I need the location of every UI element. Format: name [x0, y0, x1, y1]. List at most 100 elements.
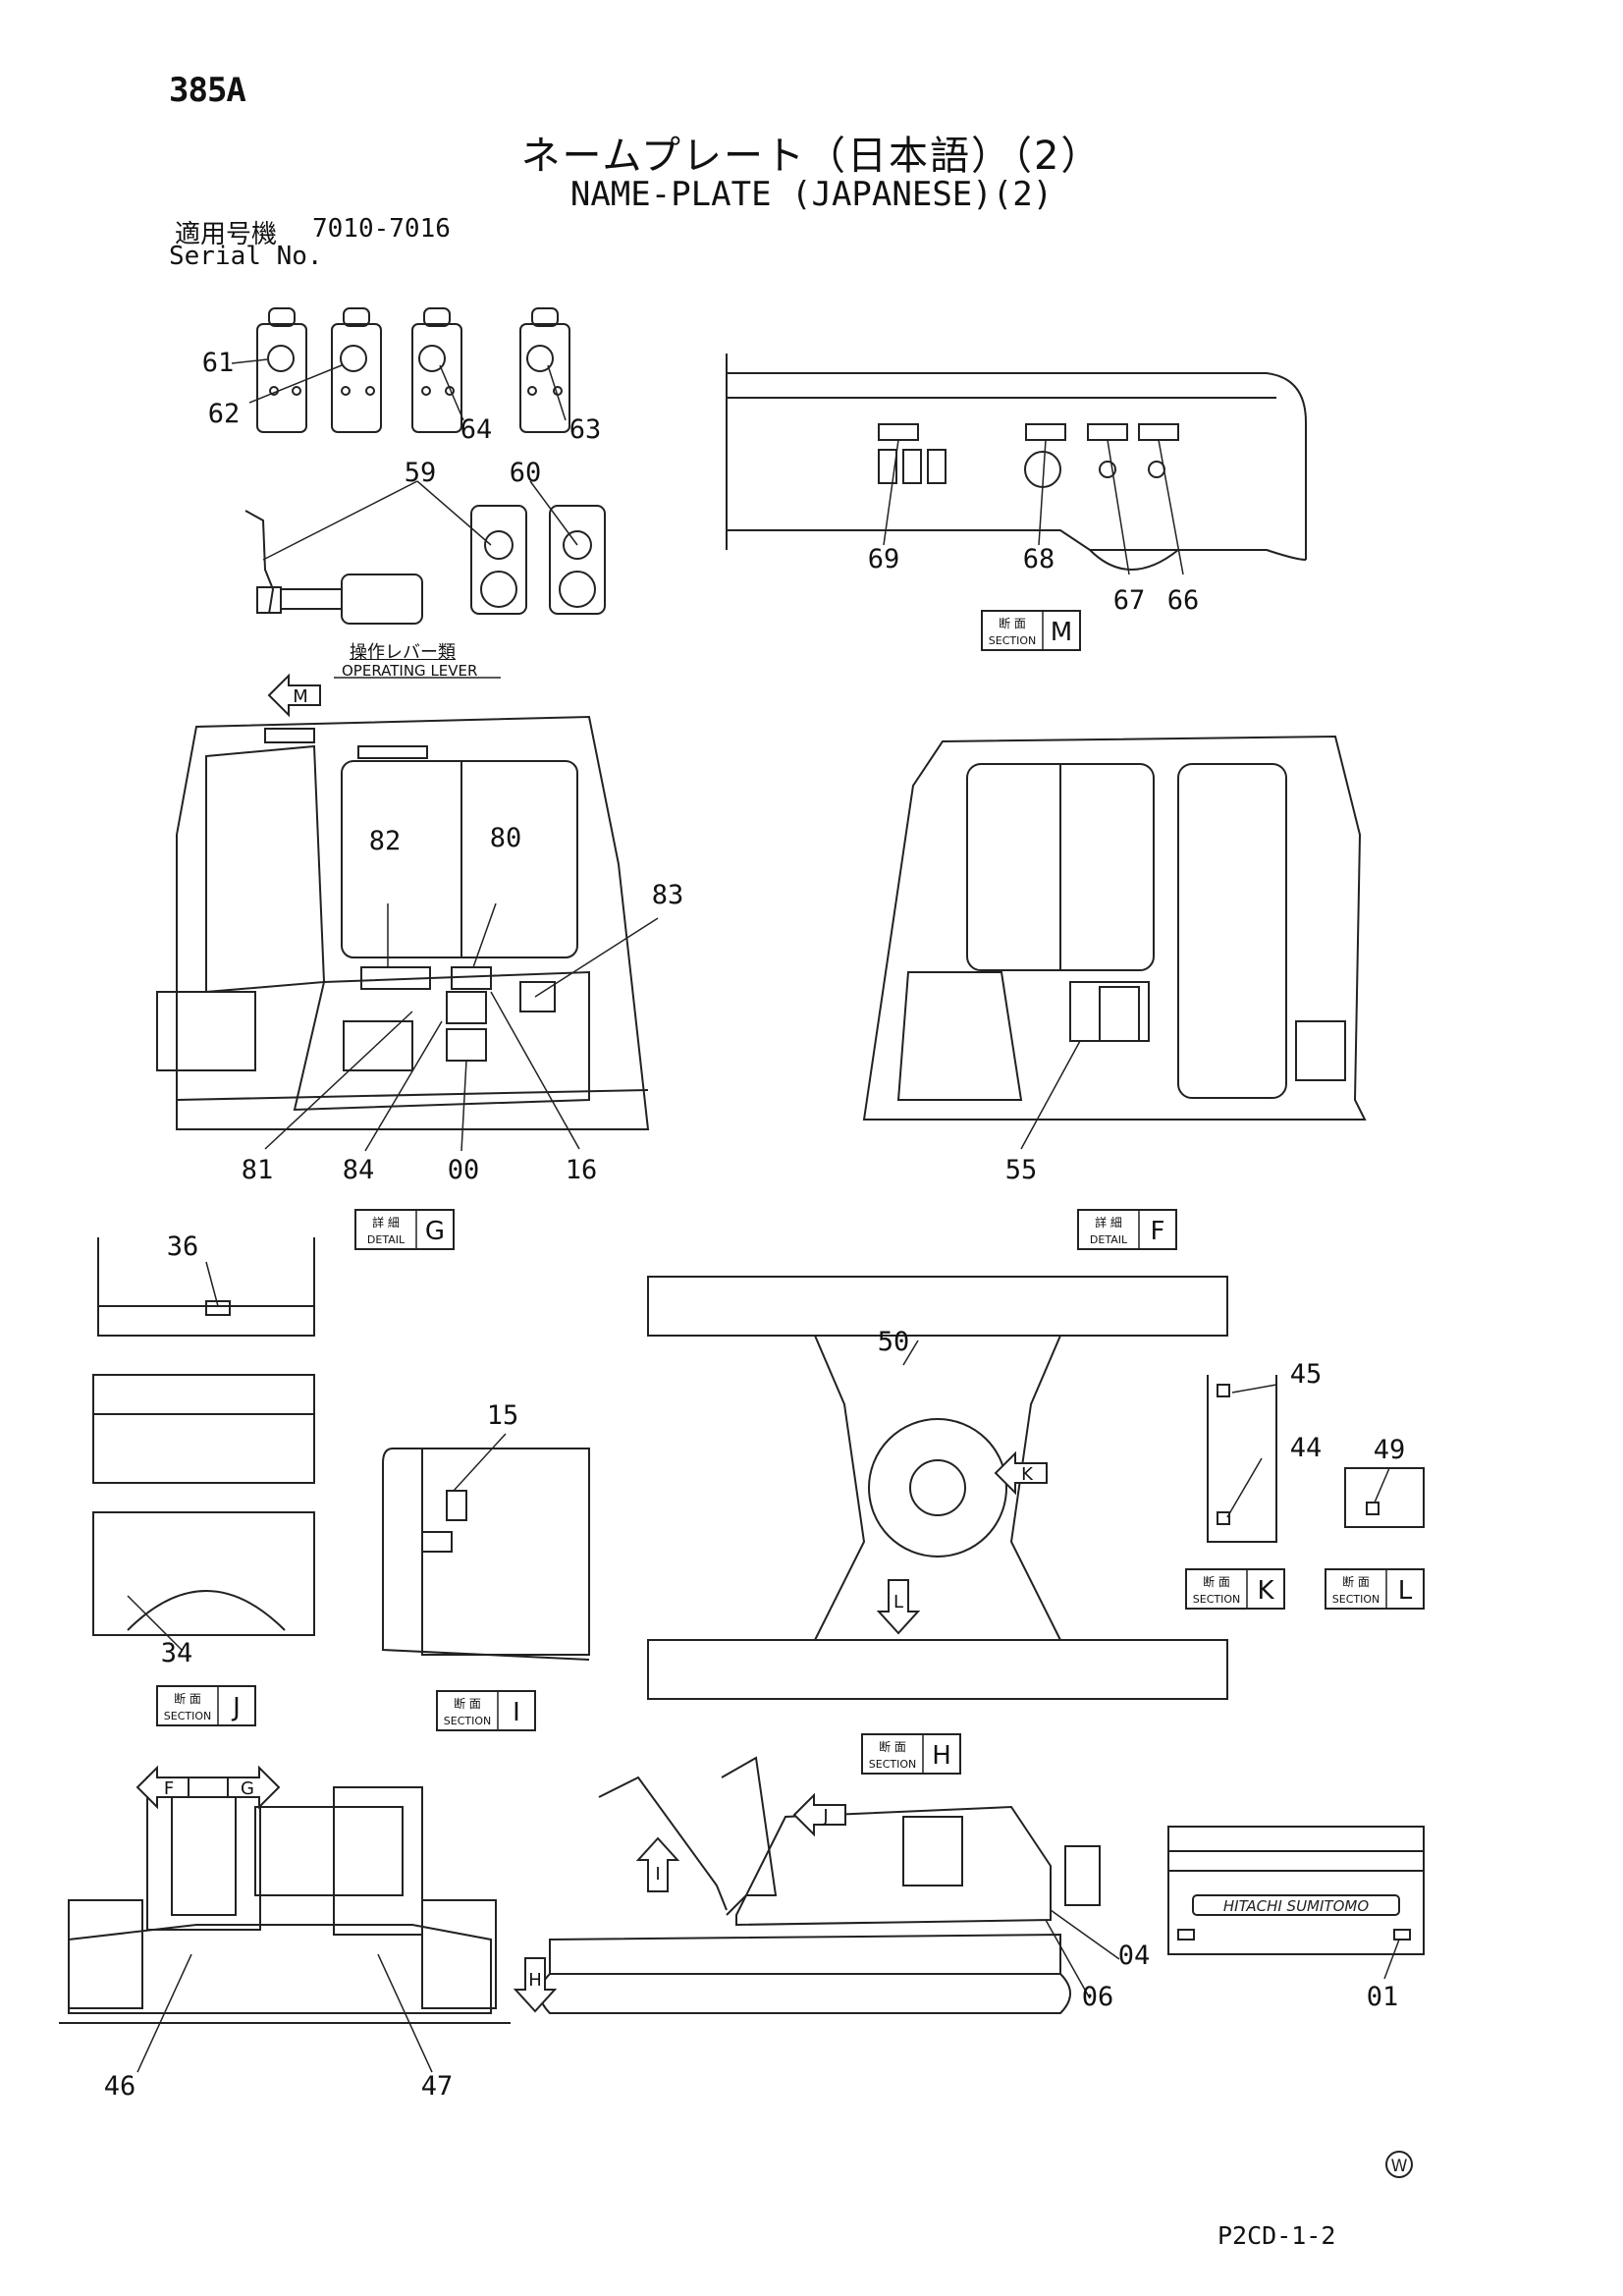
lever-knob-60: [549, 505, 606, 615]
callout-04: 04: [1118, 1941, 1151, 1971]
view-tag-jp-g: 詳 細: [372, 1215, 400, 1230]
machine-side-view: [539, 1756, 1101, 2014]
page-title-english: NAME-PLATE (JAPANESE)(2): [569, 175, 1054, 214]
brand-plate-text: HITACHI SUMITOMO: [1223, 1897, 1369, 1915]
callout-50: 50: [878, 1327, 910, 1357]
callout-45: 45: [1290, 1359, 1323, 1390]
view-tag-jp-f: 詳 細: [1095, 1215, 1122, 1230]
callout-64: 64: [460, 414, 493, 445]
callout-36: 36: [167, 1231, 199, 1262]
section-i-view: [382, 1448, 590, 1661]
serial-label-japanese: 適用号機: [175, 220, 278, 249]
lever-grip-4: [519, 307, 570, 433]
callout-68: 68: [1023, 544, 1055, 574]
view-tag-en-i: SECTION: [444, 1715, 491, 1727]
view-arrow-letter-j: J: [822, 1806, 828, 1827]
section-m-panel: [726, 354, 1307, 571]
machine-front-view: [59, 1777, 511, 2024]
callout-63: 63: [569, 414, 602, 445]
lever-side-view: [244, 510, 423, 625]
callout-67: 67: [1113, 585, 1146, 616]
view-tag-m: 断 面 SECTION M: [981, 610, 1081, 651]
callout-83: 83: [652, 880, 684, 910]
callout-69: 69: [868, 544, 900, 574]
lever-knob-59: [470, 505, 527, 615]
callout-44: 44: [1290, 1433, 1323, 1463]
counterweight-plate: [1167, 1826, 1425, 1955]
callout-46: 46: [104, 2071, 136, 2102]
cab-detail-g: [156, 715, 650, 1130]
view-tag-en-m: SECTION: [989, 634, 1036, 647]
view-arrow-letter-f: F: [164, 1778, 174, 1799]
view-arrow-j: J: [792, 1792, 846, 1837]
callout-15: 15: [487, 1400, 519, 1431]
callout-00: 00: [448, 1155, 480, 1185]
callout-06: 06: [1082, 1982, 1114, 2012]
section-l-view: [1344, 1467, 1425, 1528]
serial-range: 7010-7016: [312, 214, 451, 244]
view-tag-letter-l: L: [1398, 1576, 1413, 1606]
view-tag-en-l: SECTION: [1332, 1593, 1380, 1606]
view-arrow-letter-h: H: [528, 1970, 542, 1991]
view-tag-l: 断 面 SECTION L: [1325, 1568, 1425, 1610]
callout-49: 49: [1374, 1435, 1406, 1465]
view-tag-g: 詳 細 DETAIL G: [354, 1209, 455, 1250]
view-tag-letter-f: F: [1151, 1217, 1165, 1246]
callout-84: 84: [343, 1155, 375, 1185]
callout-60: 60: [510, 458, 542, 488]
view-tag-jp-i: 断 面: [454, 1696, 481, 1711]
view-arrow-k: K: [994, 1450, 1048, 1496]
callout-47: 47: [421, 2071, 454, 2102]
view-arrow-letter-k: K: [1021, 1464, 1034, 1485]
undercarriage-plan-h: [647, 1276, 1228, 1700]
callout-62: 62: [208, 399, 241, 429]
cab-detail-f: [862, 735, 1367, 1121]
view-tag-jp-l: 断 面: [1342, 1574, 1370, 1589]
lever-grip-1: [256, 307, 307, 433]
view-tag-letter-k: K: [1257, 1576, 1274, 1606]
page-id: 385A: [169, 71, 246, 110]
callout-81: 81: [242, 1155, 274, 1185]
footer-code: P2CD-1-2: [1217, 2221, 1336, 2250]
view-tag-letter-h: H: [932, 1741, 951, 1771]
view-arrow-h: H: [513, 1957, 558, 2013]
callout-82: 82: [369, 826, 402, 856]
view-tag-en-h: SECTION: [869, 1758, 916, 1771]
callout-59: 59: [405, 458, 437, 488]
view-tag-j: 断 面 SECTION J: [156, 1685, 256, 1726]
view-arrow-i: I: [635, 1836, 680, 1892]
view-arrow-f: F: [135, 1765, 189, 1810]
operating-lever-caption-jp: 操作レバー類: [350, 642, 456, 663]
callout-66: 66: [1167, 585, 1200, 616]
page-title-japanese: ネームプレート（日本語）（2）: [520, 134, 1103, 179]
view-tag-jp-m: 断 面: [999, 616, 1026, 630]
view-arrow-letter-l: L: [893, 1592, 903, 1613]
view-tag-en-j: SECTION: [164, 1710, 211, 1722]
view-tag-letter-g: G: [425, 1217, 445, 1246]
callout-16: 16: [566, 1155, 598, 1185]
view-arrow-letter-i: I: [655, 1864, 660, 1885]
corner-mark: W: [1391, 2157, 1408, 2176]
view-tag-jp-h: 断 面: [879, 1739, 906, 1754]
view-tag-jp-j: 断 面: [174, 1691, 201, 1706]
serial-label-english: Serial No.: [169, 242, 323, 271]
callout-55: 55: [1005, 1155, 1038, 1185]
callout-34: 34: [161, 1638, 193, 1668]
view-tag-letter-m: M: [1051, 618, 1072, 647]
view-arrow-l: L: [876, 1579, 921, 1635]
view-tag-en-f: DETAIL: [1090, 1233, 1128, 1246]
view-tag-letter-j: J: [231, 1693, 241, 1722]
operating-lever-caption-en: OPERATING LEVER: [342, 662, 478, 680]
view-tag-en-g: DETAIL: [367, 1233, 406, 1246]
view-tag-h: 断 面 SECTION H: [861, 1733, 961, 1775]
section-k-view: [1207, 1375, 1277, 1543]
callout-61: 61: [202, 348, 235, 378]
lever-grip-2: [331, 307, 382, 433]
view-arrow-letter-g: G: [241, 1778, 254, 1799]
view-arrow-g: G: [227, 1765, 281, 1810]
corner-mark-circle: [1385, 2151, 1413, 2178]
view-arrow-letter-m: M: [293, 686, 308, 707]
